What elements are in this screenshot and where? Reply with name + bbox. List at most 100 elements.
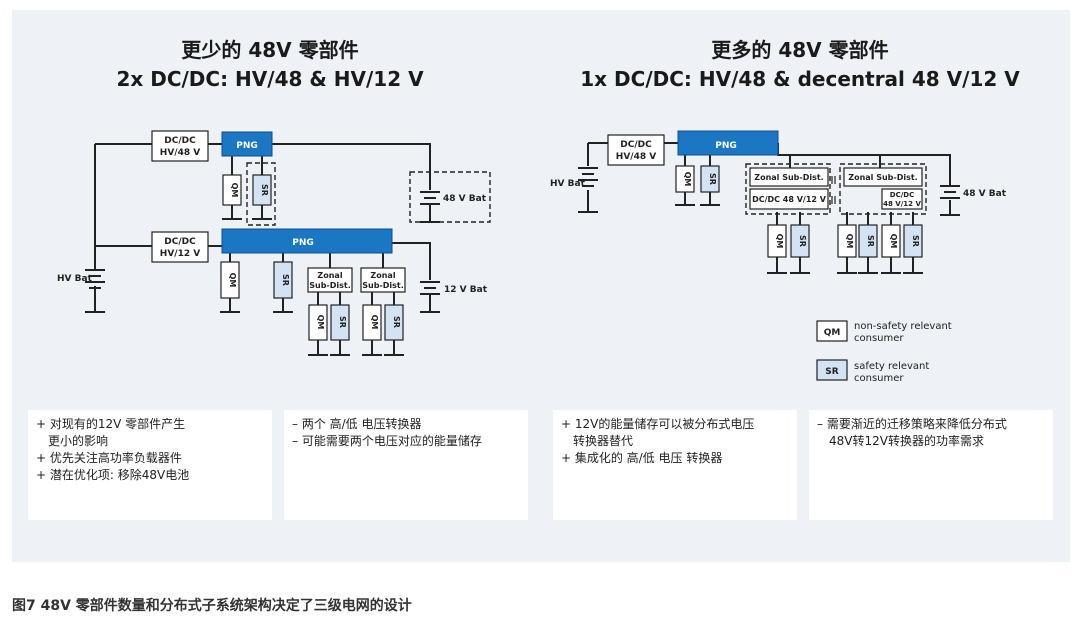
left-zonal-1-line2: Sub-Dist.	[309, 281, 351, 290]
left-png-main	[221, 228, 393, 254]
left-zonal-box-1	[307, 267, 353, 293]
right-advantages-box: + 12V的能量储存可以被分布式电压 转换器替代 + 集成化的 高/低 电压 转…	[553, 410, 797, 520]
right-zonal-box-1	[749, 167, 829, 187]
left-dis-2: – 可能需要两个电压对应的能量储存	[292, 434, 482, 448]
right-zonal-sr-1	[790, 224, 810, 258]
left-dcdc-48-line1: DC/DC	[164, 136, 196, 146]
right-dcdc-small-line2: 48 V/12 V	[883, 200, 921, 208]
legend-qm-box	[816, 320, 848, 342]
right-dcdc-small-line1: DC/DC	[890, 191, 914, 199]
left-12v-bat-label: 12 V Bat	[444, 285, 488, 295]
right-zonal-qm-1	[767, 224, 787, 258]
left-sr-top	[252, 174, 272, 206]
left-zonal-sr-2-label: SR	[392, 316, 401, 328]
left-adv-1: + 对现有的12V 零部件产生	[36, 417, 186, 431]
left-zonal-sr-2	[384, 304, 404, 341]
left-zonal-qm-1	[308, 304, 328, 341]
right-zonal-qm-2	[837, 224, 857, 258]
left-hv-bat-label: HV Bat	[57, 274, 93, 284]
right-zonal-box-1-label: Zonal Sub-Dist.	[754, 173, 823, 182]
legend-sr-box	[816, 359, 848, 381]
left-qm-main	[220, 261, 240, 299]
right-adv-2: + 集成化的 高/低 电压 转换器	[561, 451, 723, 465]
left-zonal-sr-1	[330, 304, 350, 341]
right-zonal-qm-1-label: QM	[775, 234, 784, 249]
figure-caption: 图7 48V 零部件数量和分布式子系统架构决定了三级电网的设计	[12, 598, 412, 614]
left-zonal-qm-1-label: QM	[316, 315, 325, 330]
right-dcdc-4812-box	[749, 188, 829, 210]
legend-sr-label: SR	[825, 367, 838, 377]
left-zonal-box-2	[360, 267, 406, 293]
right-zonal-qm-3-label: QM	[889, 234, 898, 249]
right-png-label: PNG	[715, 141, 737, 151]
right-ground-bars	[578, 204, 960, 274]
left-zonal-qm-2-label: QM	[370, 315, 379, 330]
architecture-diagram: HV Bat DC/DC HV/48 V PNG QM SR 48 V Bat …	[57, 130, 1007, 384]
legend-qm-label: QM	[824, 328, 841, 338]
left-title-line2: 2x DC/DC: HV/48 & HV/12 V	[116, 67, 424, 91]
right-group-separators	[831, 176, 836, 204]
left-adv-2: + 优先关注高功率负载器件	[36, 451, 182, 465]
left-zonal-qm-2	[362, 304, 382, 341]
left-sr-top-label: SR	[260, 184, 269, 196]
legend-qm-text-line1: non-safety relevant	[854, 321, 952, 332]
left-disadvantages-box: – 两个 高/低 电压转换器 – 可能需要两个电压对应的能量储存	[284, 410, 528, 520]
left-dcdc-12-box	[151, 231, 209, 263]
left-dcdc-12-line1: DC/DC	[164, 237, 196, 247]
right-zonal-qm-2-label: QM	[845, 234, 854, 249]
right-dis-1-cont: 48V转12V转换器的功率需求	[829, 434, 984, 448]
right-dcdc-small-box	[881, 188, 923, 210]
right-adv-1: + 12V的能量储存可以被分布式电压	[561, 417, 755, 431]
right-adv-1-cont: 转换器替代	[573, 434, 634, 448]
left-dcdc-48-box	[151, 130, 209, 162]
right-disadvantages-box: – 需要渐近的迁移策略来降低分布式 48V转12V转换器的功率需求	[809, 410, 1053, 520]
left-zonal-2-line1: Zonal	[370, 271, 395, 280]
left-qm-top-label: QM	[230, 183, 239, 198]
left-png-top	[221, 131, 273, 157]
right-dis-1: – 需要渐近的迁移策略来降低分布式	[817, 417, 1007, 431]
right-hv-battery-icon	[578, 167, 598, 187]
right-zonal-sr-2	[858, 224, 878, 258]
left-dis-1: – 两个 高/低 电压转换器	[292, 417, 422, 431]
right-48v-bat-label: 48 V Bat	[963, 189, 1007, 199]
legend-qm-text-line2: consumer	[854, 333, 904, 344]
right-zonal-sr-3	[903, 224, 923, 258]
right-dcdc-48-line2: HV/48 V	[616, 152, 656, 162]
right-zonal-sr-2-label: SR	[866, 235, 875, 247]
left-adv-1-cont: 更小的影响	[48, 434, 109, 448]
right-qm-top	[675, 165, 695, 193]
right-title: 更多的 48V 零部件 1x DC/DC: HV/48 & decentral …	[560, 36, 1040, 94]
right-zonal-box-2-label: Zonal Sub-Dist.	[848, 173, 917, 182]
right-48v-battery-icon	[940, 185, 960, 199]
right-dcdc-48-line1: DC/DC	[620, 140, 652, 150]
right-title-line1: 更多的 48V 零部件	[711, 38, 889, 62]
right-png	[677, 130, 779, 156]
right-title-line2: 1x DC/DC: HV/48 & decentral 48 V/12 V	[580, 67, 1020, 91]
left-zonal-2-line2: Sub-Dist.	[362, 281, 404, 290]
right-sr-top	[700, 165, 720, 193]
right-zonal-dashed-group-2	[839, 163, 927, 215]
left-hv-battery-icon	[85, 269, 105, 289]
right-sr-top-label: SR	[708, 173, 717, 185]
legend-sr-text-line1: safety relevant	[854, 361, 929, 372]
left-zonal-sr-1-label: SR	[338, 316, 347, 328]
left-sr-dashed-group	[246, 162, 276, 226]
left-title: 更少的 48V 零部件 2x DC/DC: HV/48 & HV/12 V	[40, 36, 500, 94]
left-adv-3: + 潜在优化项: 移除48V电池	[36, 468, 190, 482]
left-48v-bat-label: 48 V Bat	[443, 194, 487, 204]
right-dcdc-48-box	[607, 134, 665, 166]
left-qm-top	[222, 174, 242, 206]
left-zonal-1-line1: Zonal	[317, 271, 342, 280]
right-zonal-dashed-group-1	[745, 163, 831, 215]
right-zonal-sr-1-label: SR	[798, 235, 807, 247]
left-48v-bat-dashed-group	[409, 171, 491, 223]
right-dcdc-4812-label: DC/DC 48 V/12 V	[752, 195, 827, 204]
left-ground-bars	[85, 218, 440, 356]
left-qm-main-label: QM	[228, 273, 237, 288]
right-qm-top-label: QM	[683, 172, 692, 187]
right-hv-bat-label: HV Bat	[550, 179, 586, 189]
right-zonal-sr-3-label: SR	[911, 235, 920, 247]
left-sr-main	[273, 261, 293, 299]
right-zonal-qm-3	[881, 224, 901, 258]
legend-sr-text-line2: consumer	[854, 373, 904, 384]
